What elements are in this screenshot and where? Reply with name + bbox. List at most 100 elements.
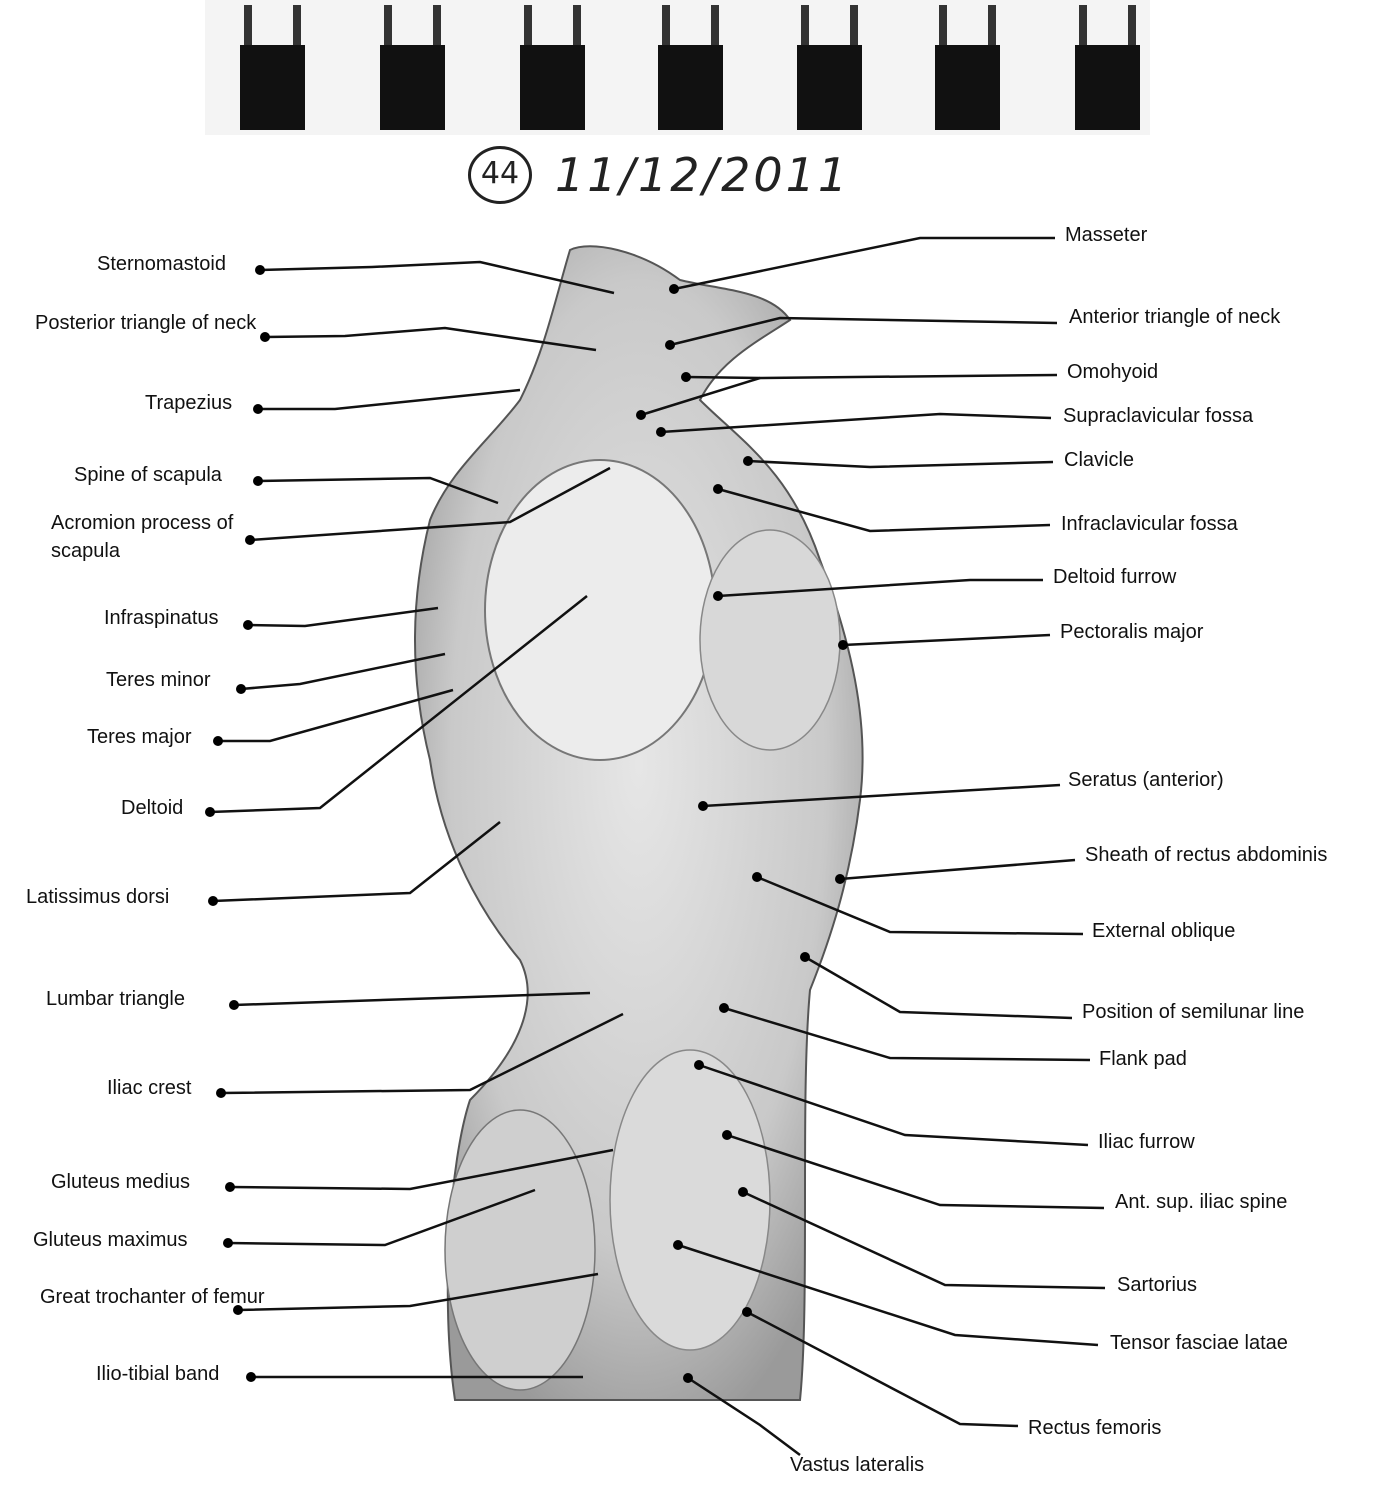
leader-line-pectoralis-major — [842, 633, 1051, 647]
leader-line-omohyoid — [640, 376, 761, 417]
marker-dot-sartorius — [738, 1187, 748, 1197]
label-masseter: Masseter — [1065, 224, 1148, 246]
spiral-binding — [205, 0, 1150, 135]
marker-dot-seratus-anterior — [698, 801, 708, 811]
leader-line-ant-sup-iliac-spine — [726, 1133, 1105, 1210]
leader-line-deltoid-furrow — [717, 578, 1043, 598]
marker-dot-pectoralis-major — [838, 640, 848, 650]
marker-dot-ilio-tibial-band — [246, 1372, 256, 1382]
pectoral-shape — [699, 529, 841, 751]
label-great-trochanter-of-femur: Great trochanter of femur — [40, 1286, 265, 1308]
leader-line-trapezius — [258, 388, 521, 411]
marker-dot-teres-major — [213, 736, 223, 746]
binding-ring — [520, 45, 585, 130]
label-external-oblique: External oblique — [1092, 920, 1236, 942]
leader-line-position-of-semilunar-line — [804, 955, 1073, 1020]
label-tensor-fasciae-latae: Tensor fasciae latae — [1110, 1332, 1288, 1354]
leader-line-acromion-process-of-scapula — [249, 466, 611, 542]
label-sartorius: Sartorius — [1117, 1274, 1198, 1296]
label-teres-minor: Teres minor — [106, 669, 211, 691]
marker-dot-rectus-femoris — [742, 1307, 752, 1317]
leader-line-gluteus-maximus — [227, 1188, 536, 1247]
label-gluteus-medius: Gluteus medius — [51, 1171, 190, 1193]
binding-wire — [1079, 5, 1136, 45]
label-anterior-triangle-of-neck: Anterior triangle of neck — [1069, 306, 1281, 328]
marker-dot-anterior-triangle-of-neck — [665, 340, 675, 350]
leader-line-masseter — [673, 236, 1055, 291]
leader-line-infraclavicular-fossa — [717, 487, 1051, 533]
leader-line-seratus-anterior — [702, 783, 1061, 808]
label-pectoralis-major: Pectoralis major — [1060, 621, 1204, 643]
marker-dot-spine-of-scapula — [253, 476, 263, 486]
marker-dot-infraclavicular-fossa — [713, 484, 723, 494]
binding-wire — [801, 5, 858, 45]
marker-dot-trapezius — [253, 404, 263, 414]
marker-dot-infraspinatus — [243, 620, 253, 630]
binding-wire — [662, 5, 719, 45]
marker-dot-position-of-semilunar-line — [800, 952, 810, 962]
leader-line-gluteus-medius — [229, 1148, 614, 1191]
leader-line-sartorius — [742, 1190, 1106, 1290]
binding-ring — [240, 45, 305, 130]
label-iliac-furrow: Iliac furrow — [1098, 1131, 1195, 1153]
marker-dot-ant-sup-iliac-spine — [722, 1130, 732, 1140]
label-spine-of-scapula: Spine of scapula — [74, 464, 222, 486]
marker-dot-great-trochanter-of-femur — [233, 1305, 243, 1315]
binding-wire — [384, 5, 441, 45]
leader-line-tensor-fasciae-latae — [677, 1243, 1099, 1347]
leader-line-latissimus-dorsi — [212, 821, 501, 903]
marker-dot-gluteus-medius — [225, 1182, 235, 1192]
binding-ring — [380, 45, 445, 130]
marker-dot-external-oblique — [752, 872, 762, 882]
label-gluteus-maximus: Gluteus maximus — [33, 1229, 188, 1251]
gluteal-shape — [444, 1109, 596, 1391]
label-trapezius: Trapezius — [145, 392, 233, 414]
binding-wire — [244, 5, 301, 45]
leader-line-rectus-femoris — [746, 1310, 1019, 1428]
label-seratus-anterior: Seratus (anterior) — [1068, 769, 1224, 791]
marker-dot-deltoid-furrow — [713, 591, 723, 601]
leader-line-lumbar-triangle — [233, 991, 591, 1007]
deltoid-shape — [484, 459, 716, 761]
label-infraclavicular-fossa: Infraclavicular fossa — [1061, 513, 1238, 535]
label-teres-major: Teres major — [87, 726, 192, 748]
marker-dot-omohyoid — [681, 372, 691, 382]
leader-line-spine-of-scapula — [257, 476, 499, 505]
label-ant-sup-iliac-spine: Ant. sup. iliac spine — [1115, 1191, 1288, 1213]
marker-dot-supraclavicular-fossa — [656, 427, 666, 437]
leader-line-omohyoid — [685, 373, 1058, 380]
leader-line-external-oblique — [756, 875, 1084, 936]
label-posterior-triangle-of-neck: Posterior triangle of neck — [35, 312, 257, 334]
marker-dot-sheath-of-rectus-abdominis — [835, 874, 845, 884]
leader-line-teres-minor — [240, 652, 446, 691]
sketch-date: 11/12/2011 — [555, 148, 851, 202]
leader-line-iliac-furrow — [698, 1063, 1089, 1147]
marker-dot-deltoid — [205, 807, 215, 817]
binding-ring — [658, 45, 723, 130]
leader-line-clavicle — [747, 459, 1054, 469]
label-deltoid: Deltoid — [121, 797, 184, 819]
binding-wire — [524, 5, 581, 45]
marker-dot-tensor-fasciae-latae — [673, 1240, 683, 1250]
leader-line-infraspinatus — [247, 606, 439, 628]
label-iliac-crest: Iliac crest — [107, 1077, 192, 1099]
label-omohyoid: Omohyoid — [1067, 361, 1159, 383]
leader-line-iliac-crest — [220, 1012, 624, 1095]
binding-wire — [939, 5, 996, 45]
marker-dot-teres-minor — [236, 684, 246, 694]
label-sternomastoid: Sternomastoid — [97, 253, 226, 275]
leader-lines — [205, 236, 1106, 1456]
leader-line-sternomastoid — [259, 260, 615, 295]
marker-dot-acromion-process-of-scapula — [245, 535, 255, 545]
leader-line-supraclavicular-fossa — [660, 412, 1052, 434]
page-number-circle: 44 — [468, 146, 532, 204]
marker-dot-posterior-triangle-of-neck — [260, 332, 270, 342]
label-rectus-femoris: Rectus femoris — [1028, 1417, 1162, 1439]
leader-line-vastus-lateralis — [687, 1376, 801, 1456]
marker-dot-masseter — [669, 284, 679, 294]
marker-dot-latissimus-dorsi — [208, 896, 218, 906]
binding-ring — [935, 45, 1000, 130]
binding-ring — [1075, 45, 1140, 130]
